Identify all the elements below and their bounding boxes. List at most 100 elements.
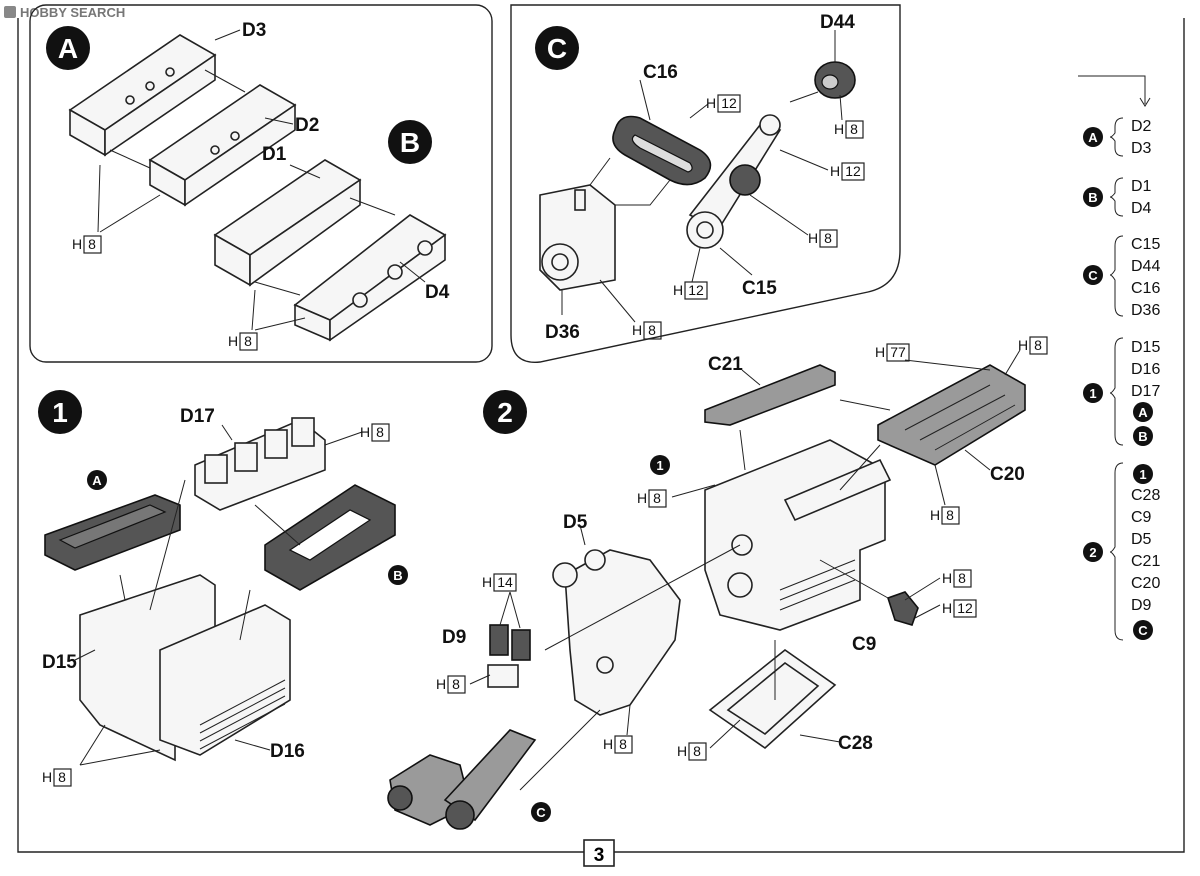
svg-text:8: 8 [693, 743, 701, 759]
badge-step-2-number: 2 [497, 397, 513, 428]
arrows-step1 [119, 479, 301, 641]
badge-c-letter: C [547, 33, 567, 64]
part-engine-block-drawing [704, 439, 892, 631]
hardware-h8-d44: H 8 [834, 120, 864, 139]
svg-text:H: H [830, 163, 840, 179]
hardware-h8-d9: H 8 [436, 675, 466, 694]
sidebar-group-2: 2 1 C28 C9 D5 C21 C20 D9 C [1083, 462, 1160, 641]
leader-d5 [579, 524, 586, 546]
svg-text:H: H [930, 507, 940, 523]
svg-text:1: 1 [1139, 467, 1146, 482]
watermark-text: HOBBY SEARCH [20, 5, 125, 20]
svg-text:D3: D3 [1131, 140, 1152, 157]
leader-h8-block [671, 484, 716, 498]
leader-d2 [264, 117, 294, 125]
svg-text:H: H [677, 743, 687, 759]
svg-text:H: H [637, 490, 647, 506]
hardware-h8-step1-top: H 8 [360, 423, 390, 442]
label-d5: D5 [563, 512, 588, 533]
badge-step-2-circle [483, 390, 527, 434]
leader-d4 [399, 261, 426, 283]
svg-text:D17: D17 [1131, 383, 1160, 400]
badge-c-circle [535, 26, 579, 70]
leader-h8-c20 [1004, 349, 1021, 376]
svg-text:C21: C21 [1131, 553, 1160, 570]
hardware-h12-c9: H 12 [942, 599, 977, 618]
svg-text:C: C [1088, 268, 1098, 283]
svg-text:A: A [92, 473, 102, 488]
svg-text:8: 8 [619, 736, 627, 752]
svg-text:D4: D4 [1131, 200, 1152, 217]
hardware-h8-block: H 8 [637, 489, 667, 508]
badge-step-2: 2 [483, 390, 527, 434]
arrow-b-top [349, 197, 396, 216]
label-d16: D16 [270, 741, 305, 762]
ref-badge-b-step1: B [388, 565, 408, 585]
part-d16-drawing [159, 604, 291, 756]
part-d9-drawing [487, 624, 531, 688]
hardware-h8-c20-bottom: H 8 [930, 506, 960, 525]
page-number: 3 [594, 845, 605, 866]
label-c28: C28 [838, 733, 873, 754]
part-c28-drawing [708, 649, 837, 750]
leader-c15 [719, 247, 753, 276]
part-d3-drawing [68, 34, 217, 157]
svg-text:D2: D2 [1131, 118, 1152, 135]
svg-text:H: H [632, 322, 642, 338]
svg-text:H: H [942, 600, 952, 616]
hardware-h8-d36: H 8 [632, 321, 662, 340]
arrow-a-top [204, 69, 246, 93]
svg-text:D16: D16 [1131, 361, 1160, 378]
svg-text:H: H [834, 121, 844, 137]
label-d1: D1 [262, 144, 287, 165]
svg-text:A: A [1088, 130, 1098, 145]
part-c20-drawing [877, 364, 1026, 466]
svg-text:1: 1 [1089, 386, 1096, 401]
label-d3: D3 [242, 20, 266, 41]
part-d1-drawing [213, 159, 362, 287]
part-d44-drawing [814, 61, 856, 99]
hardware-h8-a: H 8 [72, 235, 102, 254]
leader-c28 [709, 719, 841, 749]
badge-step-1-circle [38, 390, 82, 434]
svg-text:D9: D9 [1131, 597, 1152, 614]
badge-a: A [46, 26, 90, 70]
part-d36-drawing [539, 184, 616, 291]
svg-text:8: 8 [946, 507, 954, 523]
part-d5-drawing [552, 549, 681, 716]
svg-text:H: H [228, 333, 238, 349]
svg-text:77: 77 [890, 344, 906, 360]
hardware-h8-c28: H 8 [677, 742, 707, 761]
leader-h8-b [251, 289, 306, 331]
label-c16: C16 [643, 62, 678, 83]
svg-text:8: 8 [58, 769, 66, 785]
leader-h8-d17 [324, 431, 363, 446]
label-c20: C20 [990, 464, 1025, 485]
svg-text:H: H [436, 676, 446, 692]
hardware-h8-step1-bottom: H 8 [42, 768, 72, 787]
badge-b-letter: B [400, 127, 420, 158]
svg-text:D1: D1 [1131, 178, 1152, 195]
hardware-h8-c9: H 8 [942, 569, 972, 588]
leader-d16 [234, 739, 271, 751]
leader-d17 [221, 424, 233, 441]
hardware-h8-a-number: 8 [88, 236, 96, 252]
leader-h8-c20-bottom [934, 464, 946, 506]
label-d9: D9 [442, 627, 466, 648]
sidebar-arrow-head-icon [1139, 97, 1151, 107]
part-d17-drawing [194, 417, 326, 511]
svg-text:A: A [1138, 405, 1148, 420]
svg-text:D44: D44 [1131, 258, 1160, 275]
label-d4: D4 [425, 282, 450, 303]
arrow-a-bottom [109, 149, 151, 169]
svg-text:B: B [1138, 429, 1147, 444]
svg-text:8: 8 [958, 570, 966, 586]
guide-c16-d36 [589, 157, 671, 206]
svg-text:C28: C28 [1131, 487, 1160, 504]
svg-text:8: 8 [850, 121, 858, 137]
svg-text:H: H [72, 236, 82, 252]
leader-h77 [904, 359, 991, 371]
ref-badge-c-step2: C [531, 802, 551, 822]
part-d4-drawing [293, 214, 447, 342]
